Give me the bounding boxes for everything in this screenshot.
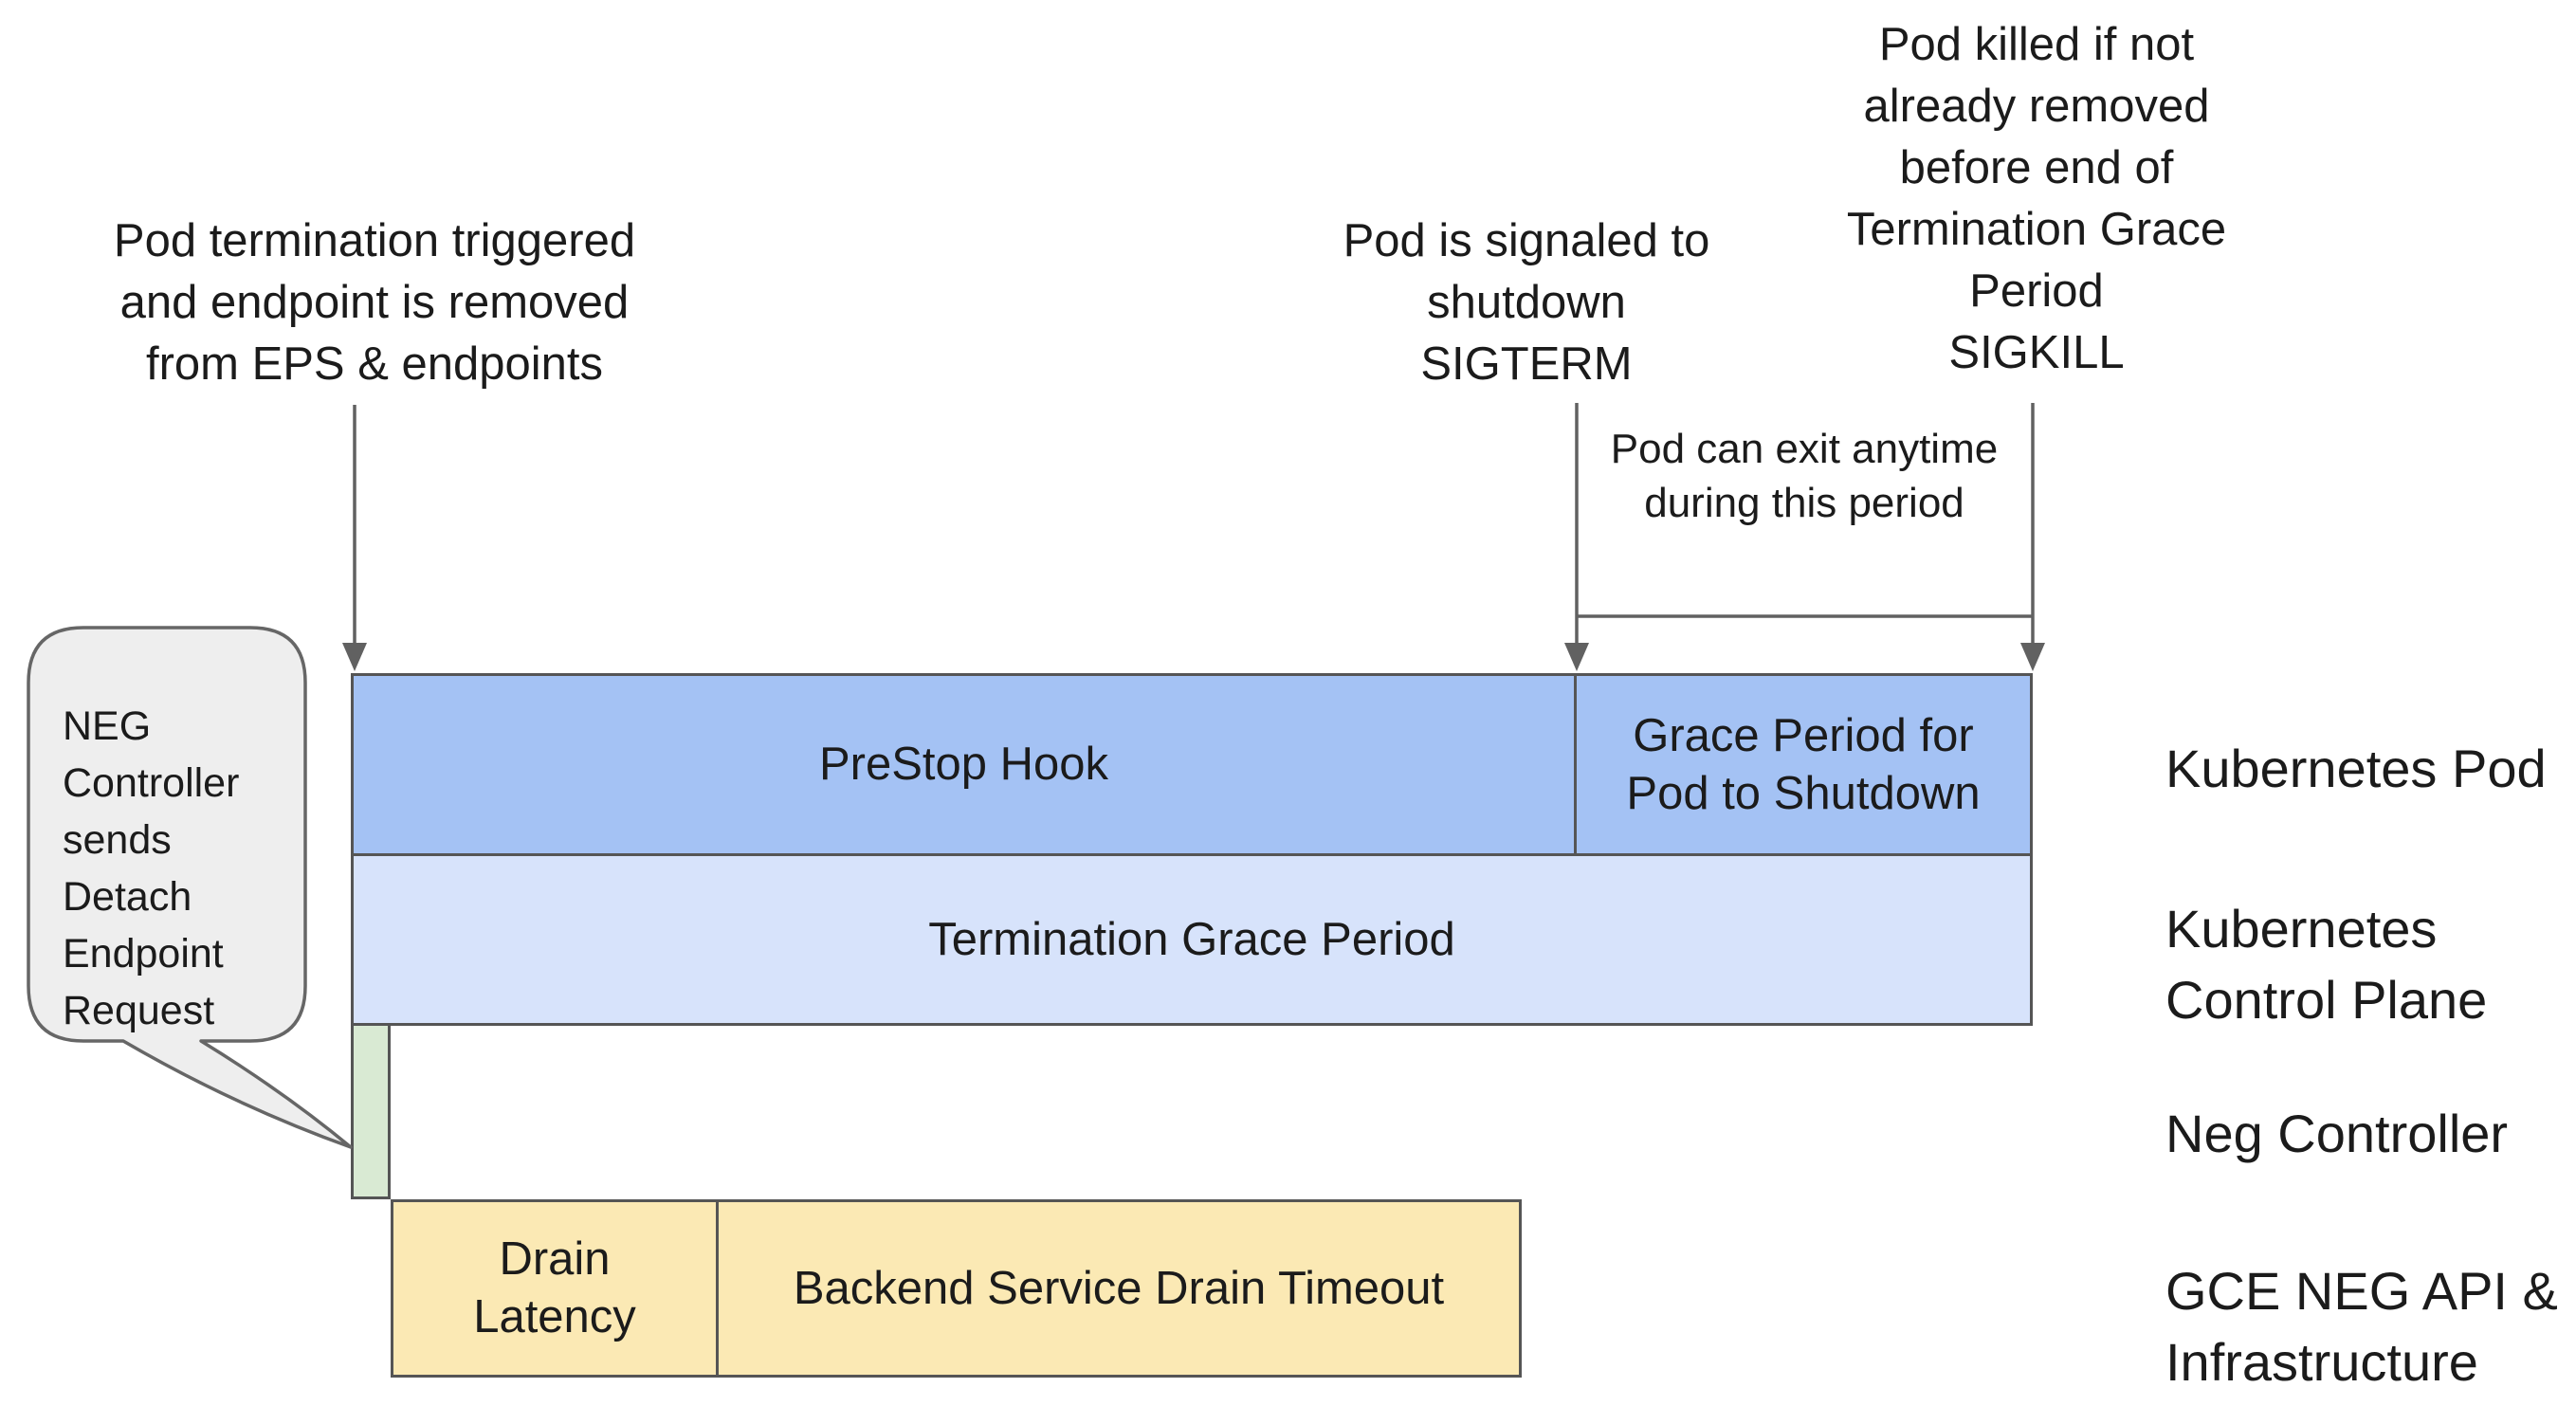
bar-neg-detach — [351, 1026, 391, 1199]
lane-label-neg-controller: Neg Controller — [2165, 1104, 2509, 1163]
pod-termination-arrow-head — [342, 643, 367, 671]
bar-drain-latency-label: Drain Latency — [473, 1233, 636, 1342]
bar-backend-drain-timeout: Backend Service Drain Timeout — [719, 1199, 1522, 1378]
bar-termination-grace-period-label: Termination Grace Period — [928, 913, 1455, 965]
annotation-sigterm: Pod is signaled to shutdown SIGTERM — [1343, 215, 1710, 390]
annotation-pod-termination: Pod termination triggered and endpoint i… — [113, 215, 636, 390]
bar-backend-drain-timeout-label: Backend Service Drain Timeout — [793, 1262, 1445, 1314]
lane-label-kubernetes-pod: Kubernetes Pod — [2165, 739, 2547, 798]
bar-drain-latency: Drain Latency — [391, 1199, 719, 1378]
sigterm-arrow-head — [1564, 643, 1589, 671]
bar-termination-grace-period: Termination Grace Period — [351, 856, 2033, 1026]
bar-grace-period: Grace Period for Pod to Shutdown — [1577, 673, 2033, 856]
bar-prestop-hook-label: PreStop Hook — [818, 739, 1109, 790]
lane-label-gce-neg-api: GCE NEG API & Infrastructure — [2165, 1261, 2558, 1392]
annotation-exit-note: Pod can exit anytime during this period — [1610, 426, 1999, 526]
bar-prestop-hook: PreStop Hook — [351, 673, 1577, 856]
callout-text: NEG Controller sends Detach Endpoint Req… — [63, 703, 240, 1033]
sigkill-arrow-head — [2020, 643, 2045, 671]
annotation-sigkill: Pod killed if not already removed before… — [1846, 19, 2227, 378]
bar-grace-period-label: Grace Period for Pod to Shutdown — [1626, 709, 1981, 819]
lane-label-kubernetes-control-plane: Kubernetes Control Plane — [2165, 899, 2488, 1030]
